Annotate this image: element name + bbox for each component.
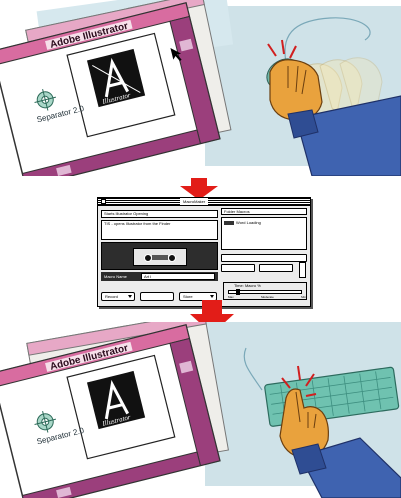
cassette-icon <box>133 248 187 266</box>
tape-deck <box>101 242 218 270</box>
step-2-panel: Adobe Illustrator Illustrator Separator … <box>0 322 401 498</box>
slider-scale: Max Moderate Min <box>228 295 306 299</box>
dialog-titlebar[interactable]: MacroMaker <box>98 198 310 206</box>
macro-folder-panel: Folder Macros Word Loading Time: Macro %… <box>221 208 307 302</box>
delay-slider-group: Time: Macro % Max Moderate Min <box>223 282 307 300</box>
delay-slider[interactable] <box>228 290 302 294</box>
macro-name-label: Macro Name <box>104 273 127 280</box>
step-1-illustration: Adobe Illustrator Illustrator Separator … <box>0 0 401 176</box>
blank-button[interactable] <box>140 292 174 301</box>
macro-name-field[interactable]: Art I <box>141 273 215 280</box>
macro-dialog: MacroMaker Starts Illustrator Opening TI… <box>97 197 311 307</box>
step-1-panel: Adobe Illustrator Illustrator Separator … <box>0 0 401 176</box>
dialog-title: MacroMaker <box>180 198 208 205</box>
list-item[interactable]: Word Loading <box>224 220 261 226</box>
file-list[interactable]: Word Loading <box>221 217 307 250</box>
action-field-2[interactable] <box>259 264 293 272</box>
macro-name-row: Macro Name Art I <box>101 272 218 281</box>
scroll-arrows-icon[interactable] <box>299 262 306 278</box>
close-box-icon[interactable] <box>101 199 106 204</box>
folder-popup[interactable] <box>221 254 307 262</box>
comment-field[interactable]: TIS - opens Illustrator from the Finder <box>101 220 218 240</box>
folder-label[interactable]: Folder Macros <box>221 208 307 215</box>
record-button[interactable]: Record <box>101 292 135 301</box>
description-field[interactable]: Starts Illustrator Opening <box>101 210 218 218</box>
action-field-1[interactable] <box>221 264 255 272</box>
step-2-illustration: Adobe Illustrator Illustrator Separator … <box>0 322 401 498</box>
file-icon <box>224 221 234 225</box>
